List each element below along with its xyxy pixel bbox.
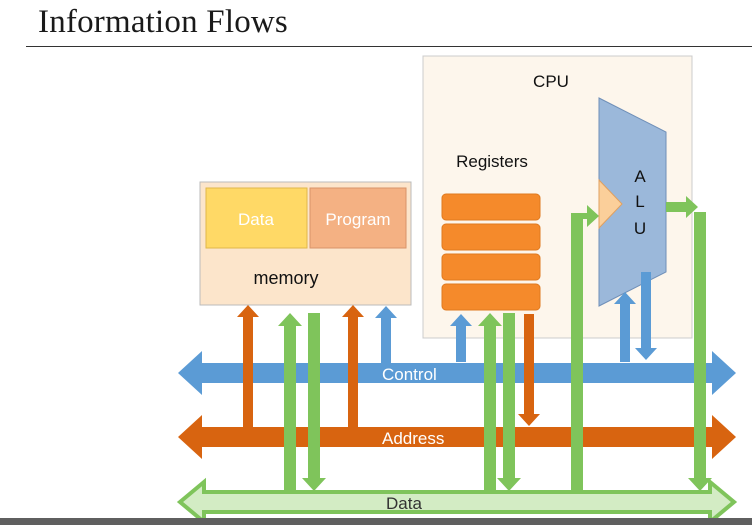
memory-data-down-arrow	[302, 313, 326, 491]
memory-data-label: Data	[238, 210, 274, 229]
data-bus-label: Data	[386, 494, 422, 513]
register-data-down-arrow	[497, 313, 521, 491]
alu-shape	[598, 97, 667, 307]
memory-label: memory	[253, 268, 318, 288]
alu-data-input-arrow	[571, 205, 599, 491]
title-underline	[26, 46, 752, 47]
registers-label: Registers	[456, 152, 528, 171]
data-bus-arrow	[176, 477, 738, 525]
alu-letter: A	[634, 167, 646, 186]
memory-address-up-arrow	[237, 305, 259, 427]
memory-connectors	[237, 305, 397, 491]
alu-control-up-arrow	[614, 292, 636, 362]
slide-title: Information Flows	[38, 4, 288, 40]
cpu-label: CPU	[533, 72, 569, 91]
register-control-up-arrow	[450, 314, 472, 362]
register	[441, 253, 541, 281]
alu-control-down-arrow	[635, 272, 657, 360]
register-connectors	[450, 313, 540, 491]
control-bus-arrow	[178, 351, 736, 395]
control-bus-label: Control	[382, 365, 437, 384]
register	[441, 283, 541, 311]
alu-letter: L	[635, 192, 644, 211]
memory-data-up-arrow	[278, 313, 302, 491]
alu-letter: U	[634, 219, 646, 238]
address-bus-arrow	[178, 415, 736, 459]
memory-control-up-arrow	[375, 306, 397, 363]
memory-program-block	[309, 187, 407, 249]
register-data-up-arrow	[478, 313, 502, 491]
address-bus-label: Address	[382, 429, 444, 448]
memory-data-block	[205, 187, 308, 249]
register	[441, 193, 541, 221]
alu-input-triangle	[598, 178, 623, 230]
memory-address-up-arrow	[342, 305, 364, 427]
bottom-bar	[0, 518, 752, 525]
register	[441, 223, 541, 251]
register-address-down-arrow	[518, 314, 540, 426]
register-stack	[441, 193, 541, 311]
alu-data-output-arrow	[666, 196, 712, 491]
memory-program-label: Program	[325, 210, 390, 229]
alu-connectors	[571, 196, 712, 491]
